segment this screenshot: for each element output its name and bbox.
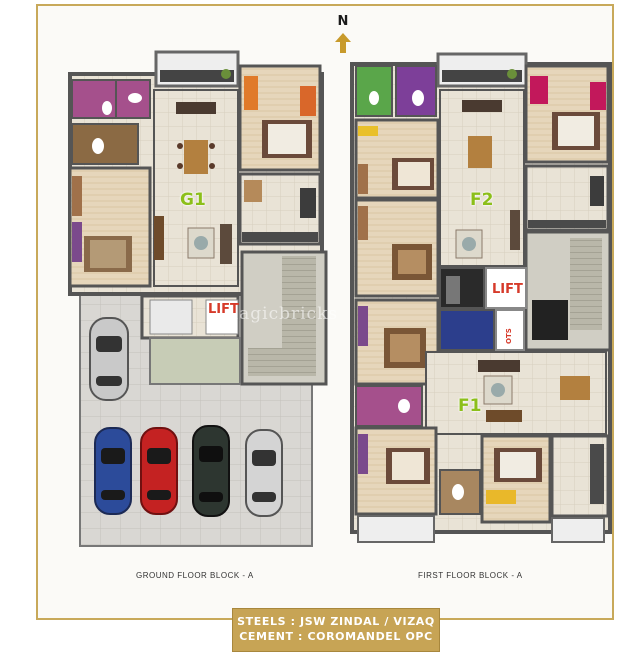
steels-spec: STEELS : JSW ZINDAL / VIZAQ — [237, 615, 435, 628]
frame-edge — [36, 618, 232, 620]
spec-bar: STEELS : JSW ZINDAL / VIZAQ CEMENT : COR… — [232, 608, 440, 652]
car-icons — [89, 317, 283, 517]
lift-label-first: LIFT — [492, 282, 523, 297]
north-label: N — [337, 14, 349, 29]
frame-edge — [440, 618, 614, 620]
first-floor-caption: FIRST FLOOR BLOCK - A — [418, 571, 523, 580]
cement-spec: CEMENT : COROMANDEL OPC — [239, 630, 433, 643]
lift-label-ground: LIFT — [208, 302, 239, 317]
unit-label-g1: G1 — [180, 190, 206, 210]
north-arrow-icon — [335, 33, 351, 53]
ground-floor-plan — [68, 50, 328, 547]
ground-floor-caption: GROUND FLOOR BLOCK - A — [136, 571, 254, 580]
watermark: magicbricks — [222, 304, 339, 324]
first-floor-plan — [350, 52, 612, 543]
unit-label-f1: F1 — [458, 396, 482, 416]
unit-label-f2: F2 — [470, 190, 494, 210]
ots-label: OTS — [505, 328, 513, 344]
